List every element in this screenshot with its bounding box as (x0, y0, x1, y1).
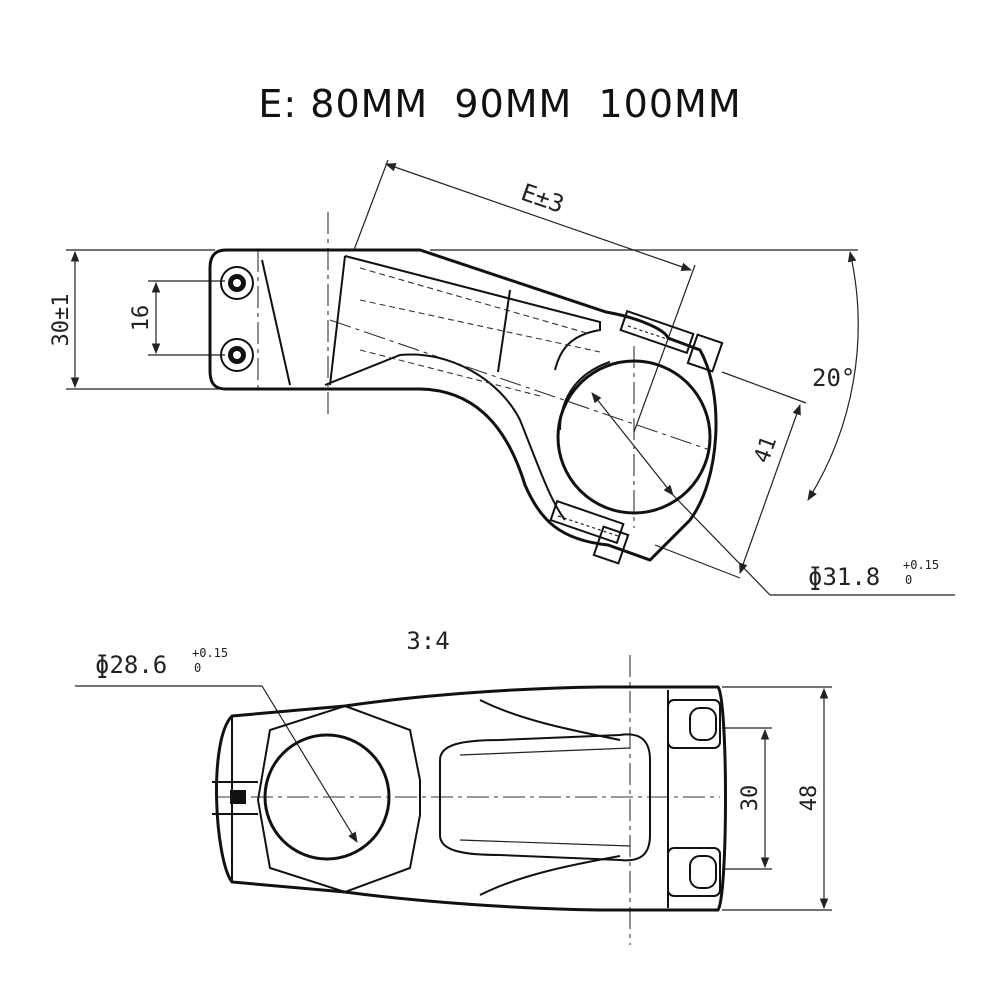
clamp-dim-label: 41 (750, 433, 783, 466)
bore-dia-label: ɸ31.8 (808, 563, 880, 591)
steerer-tol-upper: +0.15 (192, 646, 228, 660)
steerer-edge (329, 255, 346, 386)
faceplate-edge (261, 259, 291, 386)
title-option-90: 90MM (454, 82, 573, 126)
center-channel-outline (439, 733, 651, 862)
channel-line-top (459, 747, 631, 756)
clamp-ext-bottom (654, 544, 741, 579)
handlebar-bore-circle (556, 359, 712, 515)
clamp-bolt-lower (549, 499, 630, 565)
stem-axis-line (329, 319, 711, 451)
upper-rib (479, 699, 621, 741)
faceplate-bolt-lower (667, 847, 721, 897)
bore-tol-lower: 0 (905, 573, 912, 587)
bore-inner-arc (559, 361, 611, 431)
stem-hidden-line-2 (359, 299, 601, 353)
page-title: E: 80MM 90MM 100MM (0, 82, 1000, 126)
angle-dim-arc (807, 250, 859, 501)
steerer-bolt-upper (220, 266, 254, 300)
lower-rib (479, 855, 621, 896)
bore-leader (672, 494, 955, 596)
stem-lower-contour (324, 353, 566, 521)
faceplate-bolt-upper (667, 699, 721, 749)
clamp-ext-top (721, 371, 807, 404)
steerer-slot-gap (230, 790, 246, 804)
e-ext-line-left (353, 159, 389, 251)
clamp-bolt-upper (619, 309, 724, 373)
bolt-dim-label: 16 (129, 305, 154, 332)
title-option-100: 100MM (598, 82, 742, 126)
stem-upper-contour (344, 255, 601, 371)
stem-hidden-line-1 (359, 267, 591, 335)
angle-dim-label: 20° (812, 364, 855, 392)
stem-hidden-line-3 (359, 349, 541, 397)
side-view: 30±1 16 E±3 20° 41 ɸ31.8 +0.15 0 (49, 159, 955, 596)
title-option-80: 80MM (310, 82, 429, 126)
steerer-clamp-outline (256, 704, 421, 894)
e-ext-line-right (633, 264, 696, 433)
channel-line-bottom (459, 839, 631, 847)
top-view: 3:4 ɸ28.6 +0.15 0 48 30 (75, 627, 832, 945)
steerer-tol-lower: 0 (194, 661, 201, 675)
steerer-dia-label: ɸ28.6 (95, 651, 167, 679)
inner-dim-label: 30 (738, 785, 763, 812)
outer-dim-label: 48 (797, 785, 822, 812)
scale-label: 3:4 (406, 627, 449, 655)
height-dim-label: 30±1 (49, 294, 74, 347)
title-label: E: (258, 82, 298, 126)
steerer-bore-circle (263, 733, 391, 861)
top-body-outline (215, 685, 727, 912)
bore-tol-upper: +0.15 (903, 558, 939, 572)
steerer-bolt-lower (220, 338, 254, 372)
e-dim-line (384, 163, 693, 271)
clamp-dim-line (739, 403, 801, 575)
body-section-line (497, 289, 511, 373)
bore-dia-line (591, 392, 674, 496)
